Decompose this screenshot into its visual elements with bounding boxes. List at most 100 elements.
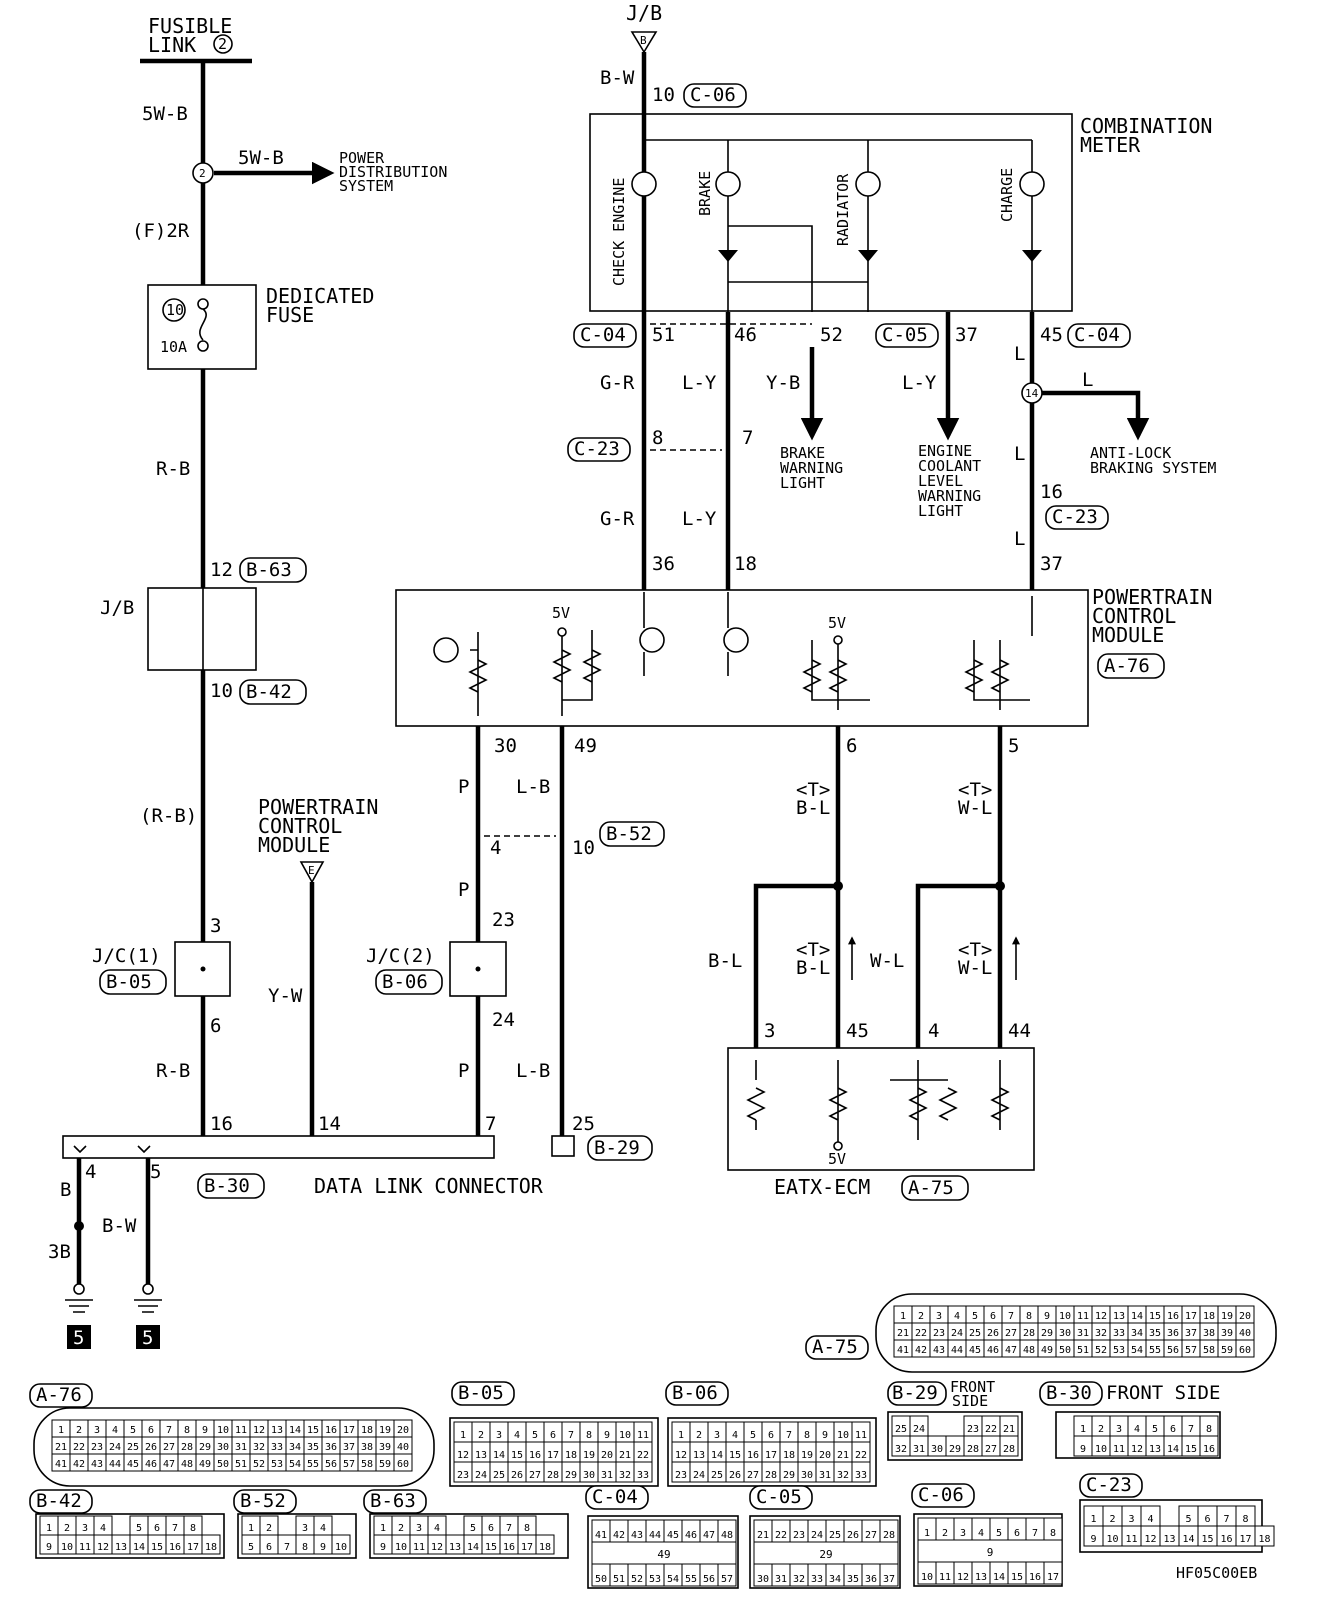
svg-text:CONTROL: CONTROL bbox=[258, 814, 342, 838]
connector-pin-number: 35 bbox=[847, 1574, 859, 1585]
svg-text:10: 10 bbox=[166, 301, 184, 319]
connector-pin bbox=[1254, 1525, 1275, 1547]
svg-text:B-29: B-29 bbox=[594, 1137, 640, 1159]
svg-text:C-23: C-23 bbox=[1052, 506, 1098, 528]
connector-pin-number: 49 bbox=[657, 1548, 670, 1561]
connector-pin-number: 18 bbox=[361, 1425, 373, 1436]
connector-pin bbox=[633, 1461, 653, 1483]
connector-pin-number: 23 bbox=[933, 1328, 945, 1339]
svg-text:10A: 10A bbox=[160, 338, 187, 356]
connector-pin-number: 19 bbox=[1221, 1311, 1233, 1322]
connector-pin-number: 12 bbox=[97, 1542, 109, 1553]
connector-pin-number: 22 bbox=[775, 1530, 787, 1541]
connector-pin-number: 24 bbox=[693, 1470, 705, 1481]
connector-pin-number: 30 bbox=[757, 1574, 769, 1585]
connector-pin-number: 37 bbox=[343, 1442, 355, 1453]
connector-pin-number: 33 bbox=[1113, 1328, 1125, 1339]
connector-pin-number: 23 bbox=[793, 1530, 805, 1541]
svg-text:B-W: B-W bbox=[600, 67, 635, 89]
svg-text:B-05: B-05 bbox=[106, 971, 152, 993]
connector-pin-number: 25 bbox=[493, 1470, 505, 1481]
svg-text:CONTROL: CONTROL bbox=[1092, 604, 1176, 628]
connector-pin-number: 9 bbox=[604, 1430, 610, 1441]
connector-pin-number: 21 bbox=[1003, 1424, 1015, 1435]
connector-pin-number: 5 bbox=[1185, 1514, 1191, 1525]
connector-pin-number: 47 bbox=[703, 1530, 715, 1541]
connector-pin-number: 35 bbox=[1149, 1328, 1161, 1339]
connector-pin-number: 13 bbox=[271, 1425, 283, 1436]
joint-connector-1: J/C(1) B-05 bbox=[92, 941, 231, 997]
connector-pin-number: 6 bbox=[1014, 1528, 1020, 1539]
connector-pin-number: 14 bbox=[711, 1450, 723, 1461]
connector-pin-number: 28 bbox=[181, 1442, 193, 1453]
svg-text:METER: METER bbox=[1080, 133, 1141, 157]
svg-text:Y-B: Y-B bbox=[766, 372, 800, 394]
connector-pin-number: 3 bbox=[82, 1523, 88, 1534]
svg-text:12: 12 bbox=[210, 559, 233, 581]
connector-pin-number: 29 bbox=[1041, 1328, 1053, 1339]
connector-pin bbox=[1199, 1435, 1219, 1457]
connector-pin-number: 12 bbox=[1131, 1444, 1143, 1455]
connector-pin-number: 46 bbox=[145, 1459, 157, 1470]
connector-pin-number: 2 bbox=[76, 1425, 82, 1436]
connector-pin-number: 16 bbox=[1220, 1534, 1232, 1545]
svg-text:C-23: C-23 bbox=[574, 438, 620, 460]
svg-text:P: P bbox=[458, 776, 469, 798]
connector-pin-number: 4 bbox=[112, 1425, 118, 1436]
connector-pin-number: 26 bbox=[847, 1530, 859, 1541]
connector-pin-number: 49 bbox=[1041, 1345, 1053, 1356]
connector-pin-number: 22 bbox=[915, 1328, 927, 1339]
connector-pin-number: 16 bbox=[529, 1450, 541, 1461]
connector-pin-number: 5 bbox=[248, 1542, 254, 1553]
splice-power-distribution: 2 5W-B POWER DISTRIBUTION SYSTEM bbox=[192, 147, 447, 195]
abs-branch: 14 L ANTI-LOCK BRAKING SYSTEM bbox=[1021, 369, 1216, 477]
svg-text:LEVEL: LEVEL bbox=[918, 472, 963, 490]
svg-text:5: 5 bbox=[1008, 735, 1019, 757]
svg-text:FUSIBLE: FUSIBLE bbox=[148, 14, 232, 38]
svg-text:10: 10 bbox=[210, 680, 233, 702]
connector-pin-number: 8 bbox=[586, 1430, 592, 1441]
svg-text:B-05: B-05 bbox=[458, 1382, 504, 1404]
connector-pin-number: 25 bbox=[711, 1470, 723, 1481]
connector-pin-number: 47 bbox=[163, 1459, 175, 1470]
connector-pin-number: 22 bbox=[985, 1424, 997, 1435]
connector-pin-number: 51 bbox=[235, 1459, 247, 1470]
connector-pin-number: 1 bbox=[380, 1523, 386, 1534]
connector-pin-number: 38 bbox=[361, 1442, 373, 1453]
connector-pin-number: 42 bbox=[73, 1459, 85, 1470]
connector-pin-number: 13 bbox=[975, 1572, 987, 1583]
svg-text:B-W: B-W bbox=[102, 1215, 137, 1237]
connector-pin-number: 39 bbox=[1221, 1328, 1233, 1339]
connector-pin-number: 2 bbox=[1098, 1424, 1104, 1435]
svg-text:<T>: <T> bbox=[796, 939, 830, 961]
connector-pin-number: 31 bbox=[601, 1470, 613, 1481]
svg-text:SYSTEM: SYSTEM bbox=[339, 177, 393, 195]
svg-text:C-06: C-06 bbox=[690, 84, 736, 106]
connector-pin-number: 31 bbox=[819, 1470, 831, 1481]
svg-text:46: 46 bbox=[734, 324, 757, 346]
connector-pin-number: 6 bbox=[990, 1311, 996, 1322]
connector-pin-number: 3 bbox=[302, 1523, 308, 1534]
svg-text:5W-B: 5W-B bbox=[238, 147, 284, 169]
connector-pin-number: 4 bbox=[1147, 1514, 1153, 1525]
connector-pin-number: 54 bbox=[289, 1459, 301, 1470]
svg-text:<T>: <T> bbox=[796, 779, 830, 801]
svg-text:FRONT SIDE: FRONT SIDE bbox=[1106, 1382, 1220, 1404]
figure-code: HF05C00EB bbox=[1176, 1564, 1257, 1582]
connector-pin-number: 43 bbox=[91, 1459, 103, 1470]
svg-text:POWERTRAIN: POWERTRAIN bbox=[1092, 585, 1212, 609]
fusible-link: FUSIBLE LINK 2 bbox=[140, 14, 252, 64]
connector-pin-number: 9 bbox=[380, 1542, 386, 1553]
connector-pin-number: 45 bbox=[127, 1459, 139, 1470]
connector-pin-number: 14 bbox=[133, 1542, 145, 1553]
connector-pin-number: 17 bbox=[1185, 1311, 1197, 1322]
svg-text:<T>: <T> bbox=[958, 939, 992, 961]
connector-pin-number: 11 bbox=[1125, 1534, 1137, 1545]
connector-pin-number: 8 bbox=[184, 1425, 190, 1436]
svg-text:B-63: B-63 bbox=[246, 559, 292, 581]
connector-pin-number: 11 bbox=[637, 1430, 649, 1441]
